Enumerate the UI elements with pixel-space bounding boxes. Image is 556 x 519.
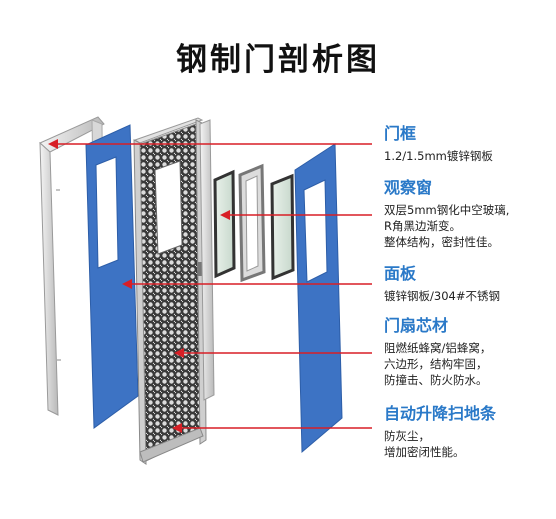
front-panel <box>294 143 343 454</box>
label-observation-window: 观察窗 双层5mm钢化中空玻璃, R角黑边渐变。 整体结构，密封性佳。 <box>384 178 509 250</box>
label-line: 增加密闭性能。 <box>384 445 465 459</box>
callout-arrows <box>48 139 372 433</box>
label-heading: 自动升降扫地条 <box>384 404 497 423</box>
label-heading: 观察窗 <box>384 178 433 197</box>
page-title: 钢制门剖析图 <box>176 42 380 78</box>
label-door-core: 门扇芯材 阻燃纸蜂窝/铝蜂窝， 六边形，结构牢固， 防撞击、防火防水。 <box>384 316 491 388</box>
label-line: 防灰尘， <box>384 429 430 443</box>
label-heading: 门框 <box>384 124 417 143</box>
label-line: 防撞击、防火防水。 <box>384 373 488 387</box>
label-line: 双层5mm钢化中空玻璃, <box>384 203 510 217</box>
label-panel: 面板 镀锌钢板/304#不锈钢 <box>384 264 500 304</box>
label-heading: 面板 <box>384 264 417 283</box>
label-description: 镀锌钢板/304#不锈钢 <box>384 289 500 303</box>
door-core <box>133 117 207 465</box>
label-door-frame: 门框 1.2/1.5mm镀锌钢板 <box>384 124 493 164</box>
label-line: 六边形，结构牢固， <box>384 357 488 371</box>
back-panel <box>85 124 139 429</box>
label-sweep-strip: 自动升降扫地条 防灰尘， 增加密闭性能。 <box>384 404 496 460</box>
label-line: 整体结构，密封性佳。 <box>384 235 499 249</box>
observation-window <box>213 163 295 283</box>
label-description: 1.2/1.5mm镀锌钢板 <box>384 149 493 163</box>
label-heading: 门扇芯材 <box>384 316 449 335</box>
label-line: 阻燃纸蜂窝/铝蜂窝， <box>384 341 492 355</box>
label-line: R角黑边渐变。 <box>384 219 461 233</box>
frame-strip <box>199 119 215 401</box>
